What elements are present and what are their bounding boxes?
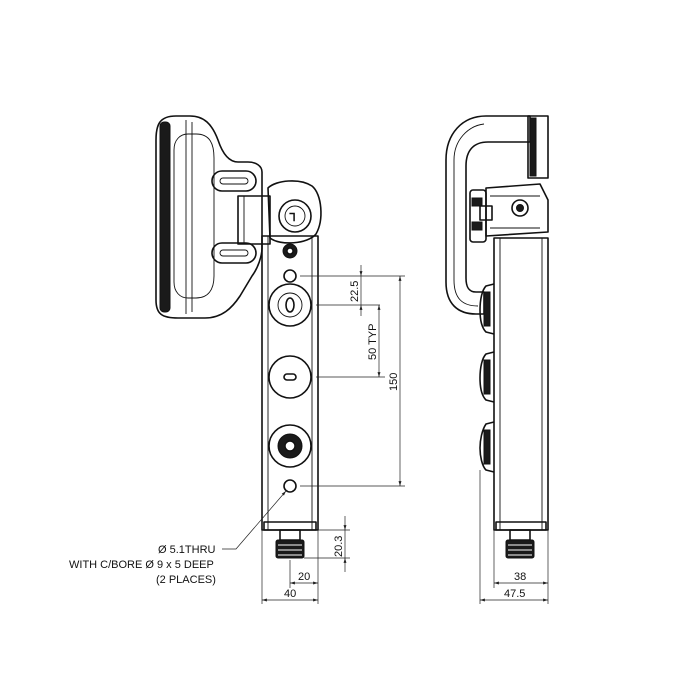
dim-button-pitch: 50 TYP bbox=[367, 324, 379, 361]
front-horizontal-dimensions: 20 40 bbox=[261, 530, 319, 604]
side-horizontal-dimensions: 38 47.5 bbox=[479, 470, 549, 604]
side-body bbox=[479, 237, 549, 531]
dim-front-half-width: 20 bbox=[298, 571, 310, 583]
callout-line-3: (2 PLACES) bbox=[156, 574, 216, 586]
callout-line-1: Ø 5.1THRU bbox=[158, 544, 216, 556]
mounting-hole-bottom bbox=[283, 479, 297, 493]
button-3 bbox=[268, 424, 312, 468]
dim-connector-height: 20.3 bbox=[333, 536, 345, 557]
side-handle bbox=[445, 115, 549, 315]
side-view: 38 47.5 bbox=[445, 115, 549, 604]
dim-hole-pitch: 150 bbox=[388, 373, 400, 391]
front-hinge: ᒣ bbox=[237, 180, 322, 245]
dim-side-depth: 38 bbox=[514, 571, 526, 583]
front-handle bbox=[155, 115, 263, 319]
front-connector bbox=[275, 529, 305, 559]
callout-line-2: WITH C/BORE Ø 9 x 5 DEEP bbox=[69, 559, 214, 571]
hole-callout: Ø 5.1THRU WITH C/BORE Ø 9 x 5 DEEP (2 PL… bbox=[69, 490, 287, 586]
dim-side-total-depth: 47.5 bbox=[504, 588, 525, 600]
brand-logo: ᒣ bbox=[289, 212, 296, 224]
dim-hole-to-button: 22.5 bbox=[349, 281, 361, 302]
button-1 bbox=[268, 283, 312, 327]
front-body bbox=[261, 235, 319, 531]
button-2 bbox=[268, 355, 312, 399]
front-vertical-dimensions: 22.5 50 TYP 150 bbox=[300, 265, 405, 487]
dim-front-width: 40 bbox=[284, 588, 296, 600]
front-view: ᒣ bbox=[69, 115, 405, 604]
side-hinge bbox=[469, 183, 549, 243]
side-connector bbox=[505, 529, 535, 559]
connector-height-dimension: 20.3 bbox=[304, 516, 350, 572]
